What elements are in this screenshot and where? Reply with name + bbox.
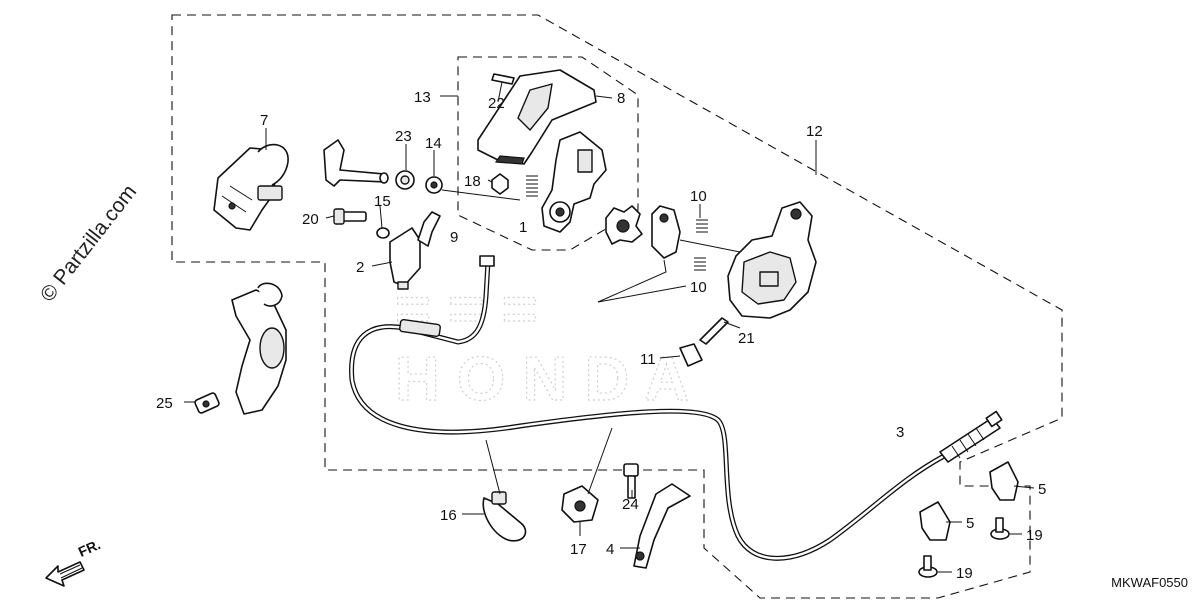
part-5-clip-upper[interactable] (989, 461, 1019, 501)
callout-4: 4 (606, 541, 614, 558)
svg-text:H O N D A: H O N D A (395, 345, 689, 414)
part-7-outer-handle-bracket[interactable] (213, 143, 289, 231)
part-23-washer[interactable] (395, 170, 415, 190)
callout-10a: 10 (690, 188, 707, 205)
part-lock-lever[interactable] (323, 139, 389, 187)
callout-21: 21 (738, 330, 755, 347)
callout-15: 15 (374, 193, 391, 210)
part-8-handle-cover[interactable] (477, 69, 597, 165)
part-14-washer[interactable] (425, 176, 443, 194)
callout-23: 23 (395, 128, 412, 145)
part-19-screw-lower[interactable] (918, 555, 938, 578)
part-5-clip-lower[interactable] (919, 501, 951, 541)
callout-14: 14 (425, 135, 442, 152)
callout-24: 24 (622, 496, 639, 513)
part-3-cable[interactable] (349, 255, 1003, 561)
part-10-spring-lower[interactable] (694, 257, 706, 271)
part-11-clip[interactable] (679, 343, 703, 367)
callout-11: 11 (640, 351, 656, 368)
callout-1: 1 (519, 219, 527, 236)
callout-3: 3 (896, 424, 904, 441)
part-gear-rotor[interactable] (605, 205, 643, 245)
part-25-inner-handle[interactable] (231, 282, 287, 415)
callout-5a: 5 (1038, 481, 1046, 498)
part-4-bracket[interactable] (633, 483, 691, 569)
part-25-bolt[interactable] (194, 392, 220, 414)
part-18-nut[interactable] (491, 173, 509, 195)
part-15-washer[interactable] (376, 227, 390, 239)
callout-10b: 10 (690, 279, 707, 296)
callout-18: 18 (464, 173, 481, 190)
callout-5b: 5 (966, 515, 974, 532)
leader-lines (184, 81, 1035, 573)
part-16-clamp[interactable] (482, 491, 527, 542)
diagram-code: MKWAF0550 (1111, 575, 1188, 590)
part-20-screw[interactable] (333, 208, 367, 225)
background-logo-watermark: = = = H O N D A (394, 274, 689, 414)
part-22-pin[interactable] (491, 73, 515, 85)
callout-9: 9 (450, 229, 458, 246)
part-12-latch-body[interactable] (727, 201, 817, 319)
callout-labels: 1 2 3 4 5 5 7 8 9 10 10 11 12 13 14 15 1… (156, 89, 1046, 582)
callout-20: 20 (302, 211, 319, 228)
callout-13: 13 (414, 89, 431, 106)
part-2-lock-plate[interactable] (389, 227, 421, 290)
part-9-spring[interactable] (417, 211, 441, 247)
callout-25: 25 (156, 395, 173, 412)
callout-19a: 19 (1026, 527, 1043, 544)
subassembly-boundary-13 (457, 56, 639, 251)
callout-7: 7 (260, 112, 268, 129)
part-handle-housing[interactable] (541, 131, 607, 233)
front-direction-arrow-icon (45, 561, 85, 587)
part-latch-core[interactable] (651, 205, 681, 259)
callout-2: 2 (356, 259, 364, 276)
part-24-bolt[interactable] (623, 463, 639, 499)
callout-12: 12 (806, 123, 823, 140)
part-21-pin[interactable] (699, 317, 729, 345)
callout-22: 22 (488, 95, 505, 112)
assembly-boundary-12 (171, 14, 1063, 599)
part-19-screw-upper[interactable] (990, 517, 1010, 540)
part-1-spring[interactable] (526, 175, 538, 197)
callout-8: 8 (617, 90, 625, 107)
part-17-clip[interactable] (561, 485, 599, 523)
callout-16: 16 (440, 507, 457, 524)
part-10-spring-upper[interactable] (696, 219, 708, 233)
callout-19b: 19 (956, 565, 973, 582)
callout-17: 17 (570, 541, 587, 558)
